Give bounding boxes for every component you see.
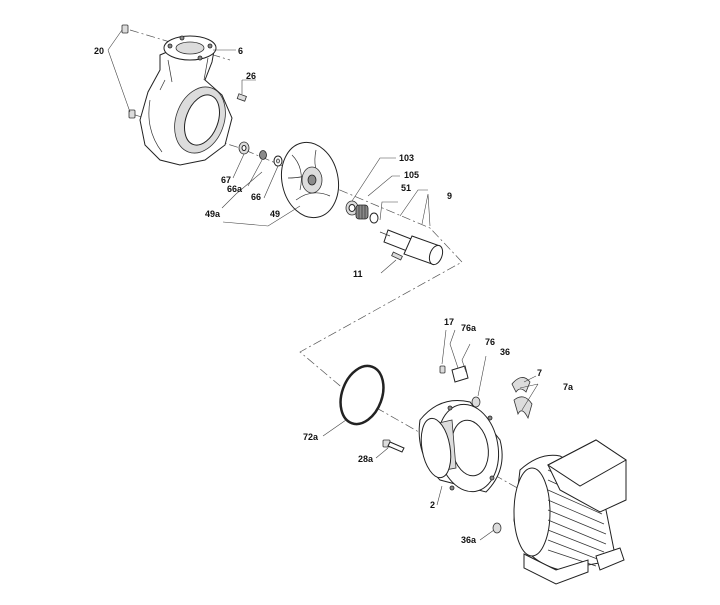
label-72a: 72a [303, 432, 319, 442]
label-20: 20 [94, 46, 104, 56]
label-105: 105 [404, 170, 419, 180]
part-66-washer [273, 155, 283, 167]
part-26-plug [236, 93, 247, 102]
label-76: 76 [485, 337, 495, 347]
label-11: 11 [353, 269, 363, 279]
electric-motor [513, 439, 627, 585]
part-103-seal [345, 200, 359, 216]
label-28a: 28a [358, 454, 374, 464]
part-66a-washer [259, 150, 267, 160]
part-49-impeller [280, 141, 340, 219]
label-17: 17 [444, 317, 454, 327]
label-49: 49 [270, 209, 280, 219]
part-67-nut [238, 141, 250, 155]
part-20-bolts [121, 24, 136, 119]
part-72a-o-ring [339, 364, 385, 426]
label-26: 26 [246, 71, 256, 81]
part-17-bolt [439, 365, 446, 374]
part-6-volute-casing [139, 35, 233, 166]
part-36a-nut [492, 522, 502, 534]
part-2-lantern-adapter [418, 400, 503, 493]
part-105-seal-spring [355, 204, 379, 224]
label-36a: 36a [461, 535, 477, 545]
label-49a: 49a [205, 209, 221, 219]
label-7: 7 [537, 368, 542, 378]
label-9: 9 [447, 191, 452, 201]
label-7a: 7a [563, 382, 574, 392]
label-66a: 66a [227, 184, 243, 194]
label-36: 36 [500, 347, 510, 357]
label-6: 6 [238, 46, 243, 56]
label-76a: 76a [461, 323, 477, 333]
part-9-shaft [403, 235, 444, 266]
label-67: 67 [221, 175, 231, 185]
label-103: 103 [399, 153, 414, 163]
part-7-coupling-guard [511, 377, 533, 420]
part-labels: 20 6 26 67 66a 66 49a 49 103 105 51 9 11… [94, 46, 574, 545]
part-11-key [391, 251, 403, 261]
label-66: 66 [251, 192, 261, 202]
label-51: 51 [401, 183, 411, 193]
label-2: 2 [430, 500, 435, 510]
leader-lines [107, 29, 539, 541]
part-36-nut [471, 396, 481, 408]
part-76-guard [451, 365, 469, 383]
part-28a-bolt [382, 439, 405, 453]
